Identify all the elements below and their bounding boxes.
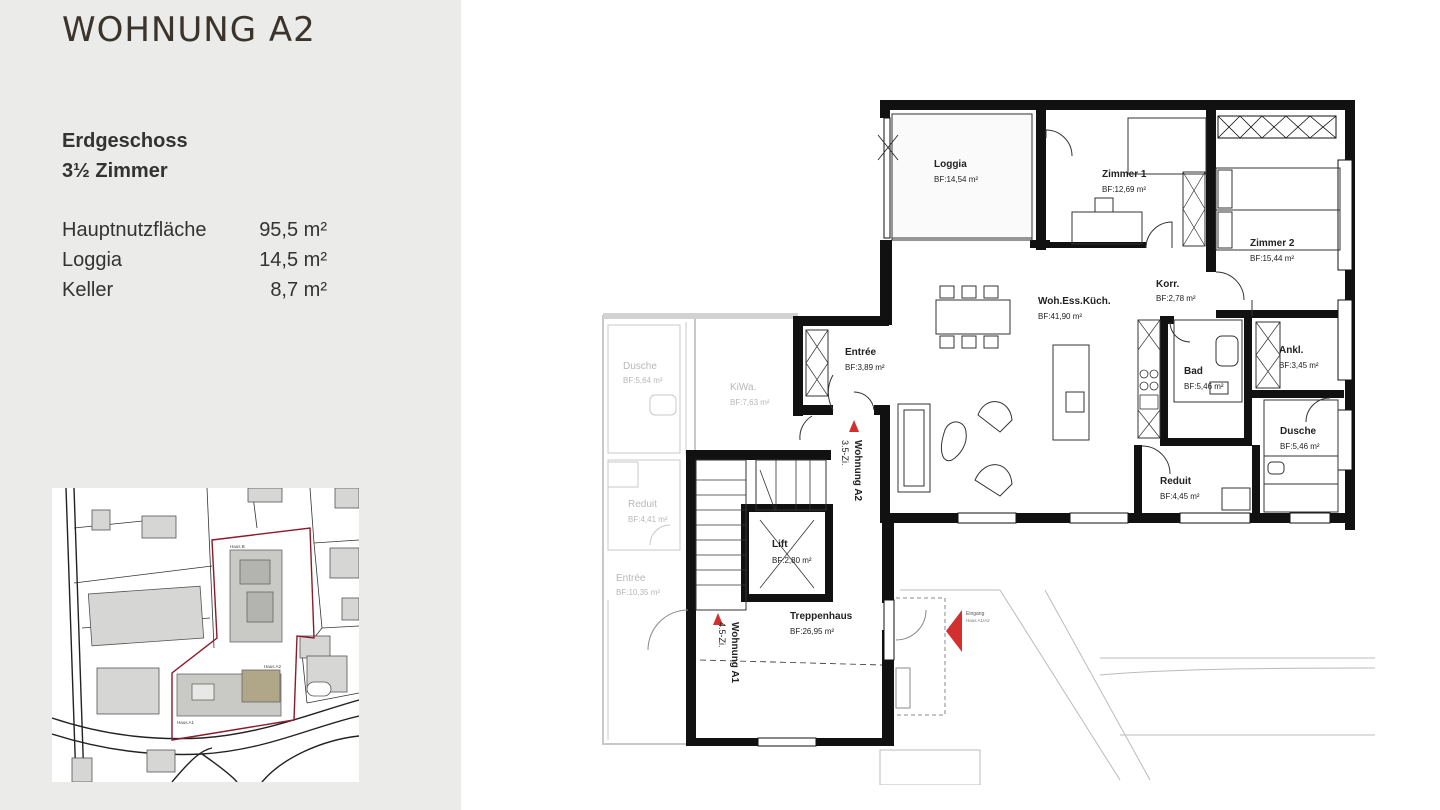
room-area: BF:12,69 m² — [1102, 185, 1146, 194]
info-panel: WOHNUNG A2 Erdgeschoss 3½ Zimmer Hauptnu… — [0, 0, 461, 810]
room-area: BF:5,64 m² — [623, 376, 663, 385]
site-label: Haus A1 — [177, 720, 195, 725]
room-name: Dusche — [1280, 426, 1317, 437]
room-name: Korr. — [1156, 279, 1180, 290]
room-area: BF:14,54 m² — [934, 175, 978, 184]
room-area: BF:3,45 m² — [1279, 361, 1319, 370]
room-area: BF:5,46 m² — [1184, 382, 1224, 391]
room-name: Dusche — [623, 361, 657, 372]
room-area: BF:4,45 m² — [1160, 492, 1200, 501]
site-label: Haus B — [230, 544, 245, 549]
room-name: Reduit — [1160, 476, 1192, 487]
room-area: BF:2,80 m² — [772, 556, 812, 565]
room-name: Reduit — [628, 499, 657, 510]
room-area: BF:15,44 m² — [1250, 254, 1294, 263]
floor-plan: Loggia BF:14,54 m² Zimmer 1 BF:12,69 m² … — [602, 100, 1376, 785]
unit-rooms-a1: 4.5-Zi. — [717, 622, 727, 648]
room-area: BF:7,63 m² — [730, 398, 770, 407]
room-name: Entrée — [845, 347, 877, 358]
room-count: 3½ Zimmer — [62, 160, 168, 182]
entrance-label: Eingang — [966, 611, 985, 617]
room-area: BF:41,90 m² — [1038, 312, 1082, 321]
room-area: BF:2,78 m² — [1156, 294, 1196, 303]
room-area: BF:3,89 m² — [845, 363, 885, 372]
room-name: Zimmer 1 — [1102, 169, 1147, 180]
room-name: Woh.Ess.Küch. — [1038, 296, 1111, 307]
area-value: 95,5 m² — [259, 219, 327, 241]
site-map: Haus B Haus A1 Haus A2 — [52, 488, 359, 782]
room-name: Loggia — [934, 159, 967, 170]
room-name: Lift — [772, 539, 788, 550]
unit-rooms-a2: 3.5-Zi. — [840, 440, 850, 466]
area-value: 8,7 m² — [270, 279, 327, 301]
room-name: KiWa. — [730, 382, 756, 393]
area-label: Loggia — [62, 249, 123, 271]
room-area: BF:5,46 m² — [1280, 442, 1320, 451]
room-area: BF:26,95 m² — [790, 627, 834, 636]
room-name: Bad — [1184, 366, 1203, 377]
page-title: WOHNUNG A2 — [62, 10, 316, 50]
room-area: BF:4,41 m² — [628, 515, 668, 524]
room-name: Zimmer 2 — [1250, 238, 1295, 249]
floor-label: Erdgeschoss — [62, 130, 188, 152]
room-area: BF:10,35 m² — [616, 588, 660, 597]
area-value: 14,5 m² — [259, 249, 327, 271]
area-label: Hauptnutzfläche — [62, 219, 207, 241]
room-name: Treppenhaus — [790, 611, 853, 622]
entrance-sub: Haus A1/A2 — [966, 618, 990, 623]
site-label: Haus A2 — [264, 664, 282, 669]
room-name: Entrée — [616, 573, 646, 584]
unit-label-a2: Wohnung A2 — [852, 440, 863, 502]
room-name: Ankl. — [1279, 345, 1304, 356]
area-label: Keller — [62, 279, 114, 301]
unit-label-a1: Wohnung A1 — [729, 622, 740, 684]
